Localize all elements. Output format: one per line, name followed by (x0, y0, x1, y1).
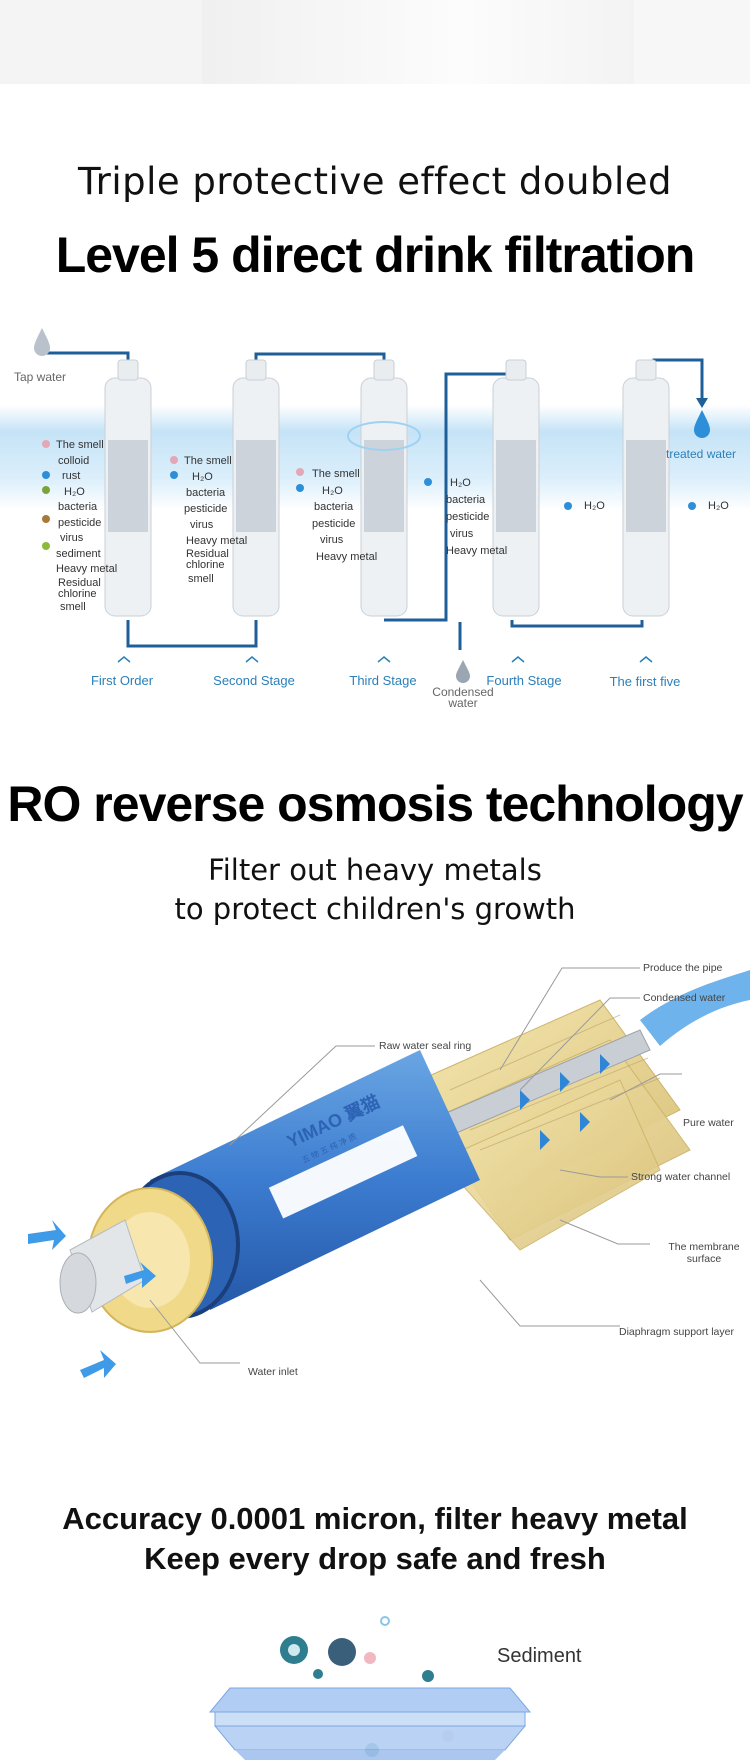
accuracy-line1: Accuracy 0.0001 micron, filter heavy met… (62, 1501, 688, 1536)
stage4-item: H₂O (450, 477, 471, 489)
filter-cartridge-1 (104, 359, 152, 617)
treated-water-drop-icon (694, 410, 710, 438)
stage3-item: bacteria (314, 501, 354, 513)
stage1-item: rust (62, 470, 81, 482)
ro-subtitle-line1: Filter out heavy metals (208, 853, 542, 887)
product-image-left (0, 0, 202, 84)
filter-cartridge-5 (622, 359, 670, 617)
label-pure-water: Pure water (683, 1117, 734, 1129)
stage2-item: smell (188, 573, 214, 585)
stage-label-3: Third Stage (349, 673, 417, 688)
membrane-cylinder (59, 1050, 480, 1333)
accuracy-line2: Keep every drop safe and fresh (144, 1541, 606, 1576)
stage4-item: virus (450, 528, 474, 540)
stage1-item: H₂O (64, 485, 85, 498)
tap-water-label: Tap water (14, 370, 67, 384)
stage2-item: The smell (184, 455, 232, 467)
stage2-item: Heavy metal (186, 535, 248, 547)
stage5-output-h2o: H₂O (708, 500, 729, 512)
ro-subtitle-line2: to protect children's growth (174, 892, 576, 926)
label-diaphragm-support-layer: Diaphragm support layer (619, 1326, 734, 1338)
stage1-item: virus (60, 532, 84, 544)
stage1-item: sediment (56, 547, 101, 560)
stage1-item: colloid (58, 454, 90, 467)
section-title: Level 5 direct drink filtration (55, 227, 696, 283)
stage2-item: virus (190, 519, 214, 531)
condensed-water-drop-icon (456, 660, 470, 683)
filter-cartridge-4 (492, 359, 540, 617)
stage1-item: Heavy metal (56, 563, 118, 575)
product-image-right (634, 0, 750, 84)
section-subtitle: Triple protective effect doubled (77, 160, 673, 203)
stage4-contaminant-list: H₂O bacteria pesticide virus Heavy metal (446, 475, 507, 560)
stage1-item: The smell (56, 439, 104, 451)
label-membrane-surface: The membrane surface (666, 1241, 742, 1265)
stage1-item: Residual (58, 576, 101, 589)
ro-membrane-illustration (28, 967, 750, 1378)
filter-layers (208, 1687, 532, 1760)
treated-water-label: treated water (666, 447, 737, 461)
stage4-item: pesticide (446, 511, 490, 523)
stage2-item: chlorine (186, 559, 225, 571)
stage1-item: pesticide (58, 516, 102, 529)
stage1-item: chlorine (58, 587, 97, 600)
sediment-illustration (208, 1616, 532, 1760)
stage2-item: H₂O (192, 471, 213, 483)
tap-water-drop-icon (34, 328, 50, 356)
product-image-center (202, 0, 634, 84)
stage4-item: Heavy metal (446, 545, 508, 557)
stage-label-2: Second Stage (213, 673, 295, 688)
stage3-item: The smell (312, 468, 360, 480)
brand-banner (268, 1125, 418, 1219)
stage3-item: Heavy metal (316, 550, 378, 563)
filtration-diagram (34, 328, 710, 683)
stage2-item: pesticide (184, 503, 228, 515)
filter-cartridge-3 (347, 359, 421, 617)
label-membrane-surface-line1: The membrane (668, 1241, 740, 1253)
stage4-output-h2o: H₂O (584, 500, 605, 512)
ro-title: RO reverse osmosis technology (7, 776, 743, 832)
label-raw-water-seal-ring: Raw water seal ring (379, 1040, 472, 1052)
stage3-item: H₂O (322, 484, 343, 497)
water-splash (640, 970, 750, 1046)
label-condensed-water: Condensed water (643, 992, 726, 1004)
inlet-arrows (28, 1220, 156, 1378)
stage-label-5: The first five (609, 674, 681, 689)
stage3-contaminant-list: The smell H₂O bacteria pesticide virus H… (312, 466, 377, 565)
label-produce-pipe: Produce the pipe (643, 962, 723, 974)
condensed-water-label-line1: Condensed (432, 685, 494, 699)
stage1-contaminant-list: The smell colloid rust H₂O bacteria pest… (56, 438, 117, 615)
stage3-item: pesticide (312, 517, 356, 530)
label-water-inlet: Water inlet (248, 1366, 298, 1378)
condensed-water-label: Condensed water (428, 685, 498, 710)
stage-label-1: First Order (90, 673, 154, 688)
label-membrane-surface-line2: surface (686, 1253, 722, 1265)
stage3-item: virus (320, 534, 344, 546)
stage-label-4: Fourth Stage (486, 673, 562, 688)
stage4-item: bacteria (446, 494, 486, 506)
filter-cartridge-2 (232, 359, 280, 617)
stage2-item: Residual (186, 548, 229, 560)
sediment-label: Sediment (497, 1645, 582, 1667)
stage2-contaminant-list: The smell H₂O bacteria pesticide virus H… (184, 453, 247, 587)
condensed-water-label-line2: water (448, 696, 478, 710)
stage1-item: bacteria (58, 501, 98, 513)
stage1-item: smell (60, 600, 86, 613)
stage2-item: bacteria (186, 487, 226, 499)
label-strong-water-channel: Strong water channel (631, 1171, 731, 1183)
